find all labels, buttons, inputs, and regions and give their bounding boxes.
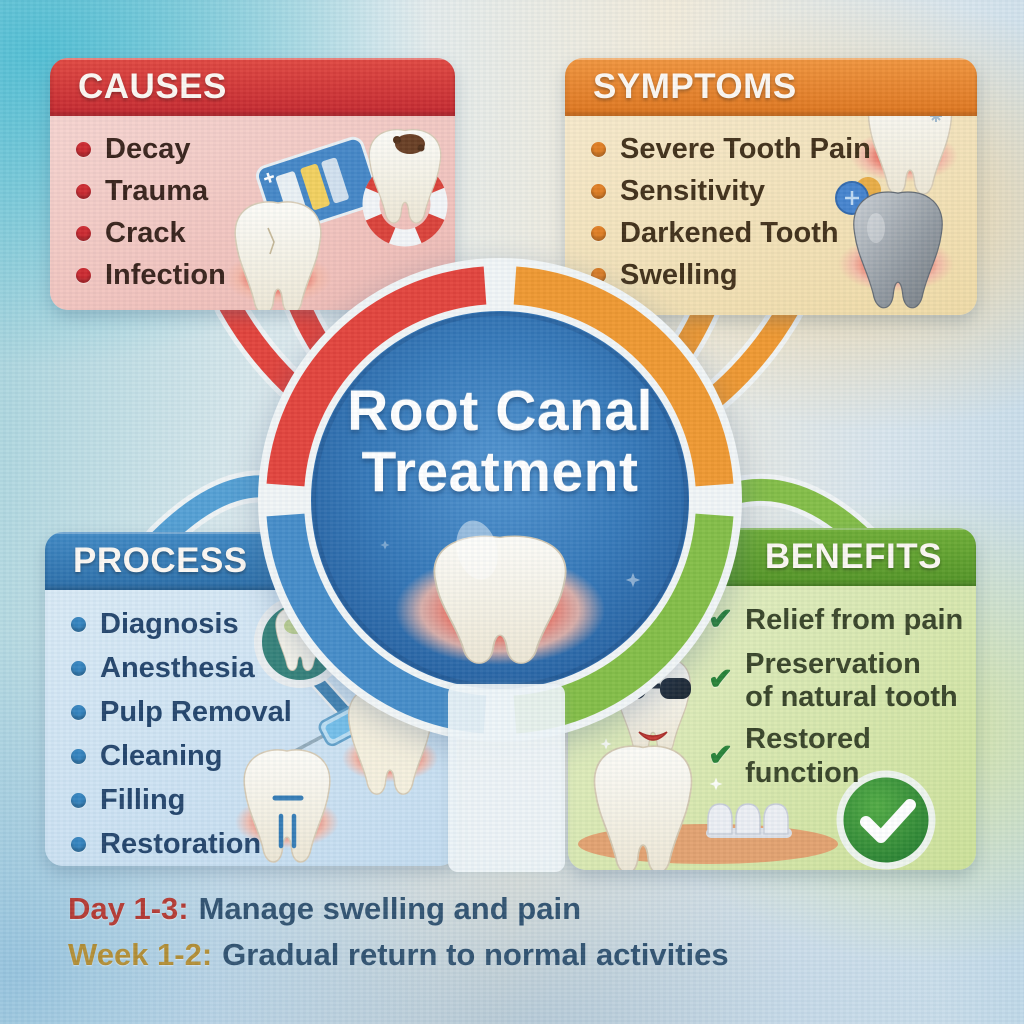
recovery-notes: Day 1-3: Manage swelling and pain Week 1-… [68,886,729,978]
causes-item-2: Crack [105,216,186,249]
bullet-icon [71,836,86,852]
center-diagram: Root Canal Treatment [245,245,755,755]
panel-causes-title: CAUSES [78,67,227,106]
symptoms-item-0: Severe Tooth Pain [620,132,871,165]
center-tooth-icon [395,520,605,665]
recovery-line-week: Week 1-2: Gradual return to normal activi… [68,932,729,978]
list-item: Darkened Tooth [591,212,977,254]
benefit-rest-1: of natural tooth [745,681,958,713]
center-title: Root Canal Treatment [245,381,755,503]
process-item-5: Restoration [100,827,262,860]
center-title-line1: Root Canal [347,379,653,443]
list-item: Sensitivity [591,170,977,212]
benefit-rest-0: from pain [831,604,964,636]
benefit-bold-0: Relief [745,604,825,636]
list-item: Pulp Removal [71,690,457,734]
symptoms-item-1: Sensitivity [620,174,766,207]
list-item: Diagnosis [71,602,457,646]
list-item: Cleaning [71,734,457,778]
panel-symptoms-title: SYMPTOMS [593,67,797,106]
recovery-day-text: Manage swelling and pain [198,891,582,926]
center-board [448,684,565,872]
ring-process-arc [266,513,487,734]
list-item: Infection [76,254,455,296]
panel-benefits-title: BENEFITS [764,537,942,576]
bullet-icon [76,183,91,199]
panel-causes-header: CAUSES [50,58,455,116]
list-item: Filling [71,778,457,822]
process-item-0: Diagnosis [100,607,239,640]
recovery-week-label: Week 1-2: [68,937,213,972]
causes-item-3: Infection [105,258,226,291]
process-item-2: Pulp Removal [100,695,292,728]
bullet-icon [71,660,86,676]
panel-process-title: PROCESS [73,541,248,580]
ring-symptoms-arc [513,266,734,487]
recovery-line-day: Day 1-3: Manage swelling and pain [68,886,729,932]
process-item-1: Anesthesia [100,651,255,684]
bullet-icon [76,225,91,241]
process-list: Diagnosis Anesthesia Pulp Removal Cleani… [45,590,457,866]
symptoms-item-2: Darkened Tooth [620,216,839,249]
list-item: ✔ Restored function [708,722,976,790]
bullet-icon [76,141,91,157]
causes-list: Decay Trauma Crack Infection [50,116,455,296]
list-item: Restoration [71,822,457,866]
causes-item-0: Decay [105,132,191,165]
checkmark-icon: ✔ [708,739,734,772]
bullet-icon [591,183,606,199]
list-item: Crack [76,212,455,254]
list-item: Severe Tooth Pain [591,128,977,170]
list-item: Decay [76,128,455,170]
list-item: Anesthesia [71,646,457,690]
causes-item-1: Trauma [105,174,209,207]
bullet-icon [591,141,606,157]
center-title-line2: Treatment [361,440,639,504]
process-item-3: Cleaning [100,739,223,772]
bullet-icon [71,748,86,764]
recovery-day-label: Day 1-3: [68,891,189,926]
bullet-icon [76,267,91,283]
benefit-rest-2: Restored function [745,723,871,789]
panel-symptoms-header: SYMPTOMS [565,58,977,116]
symptoms-list: Severe Tooth Pain Sensitivity Darkened T… [565,116,977,296]
bullet-icon [71,792,86,808]
ring-causes-arc [266,266,487,487]
bullet-icon [591,225,606,241]
checkmark-icon: ✔ [708,663,734,696]
list-item: Trauma [76,170,455,212]
bullet-icon [71,616,86,632]
list-item: Swelling [591,254,977,296]
benefit-bold-1: Preservation [745,648,921,680]
bullet-icon [71,704,86,720]
recovery-week-text: Gradual return to normal activities [222,937,729,972]
symptoms-item-3: Swelling [620,258,738,291]
process-item-4: Filling [100,783,186,816]
